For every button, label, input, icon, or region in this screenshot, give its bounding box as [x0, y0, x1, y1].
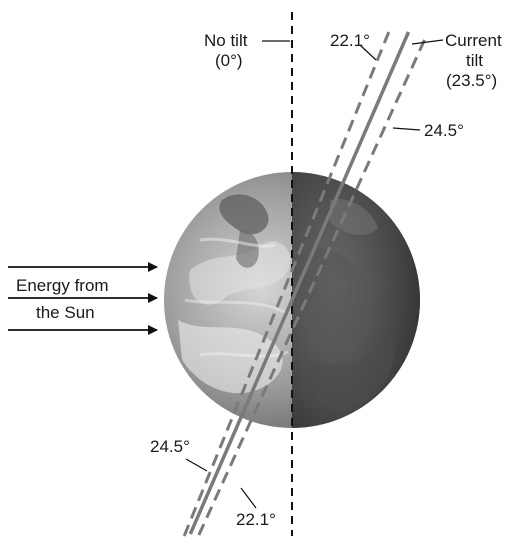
leader-lines: [185, 39, 444, 509]
max-tilt-axis: [197, 39, 426, 537]
leader-current-tilt: [411, 39, 444, 45]
sun-energy-arrows: [8, 262, 158, 335]
leader-min-tilt-top: [359, 44, 377, 61]
no-tilt-degree-label: (0°): [215, 51, 243, 70]
leader-max-tilt-top: [392, 127, 421, 131]
no-tilt-label: No tilt: [204, 31, 248, 50]
current-tilt-label-line2: tilt: [466, 51, 483, 70]
max-tilt-bottom-label: 24.5°: [150, 437, 190, 456]
current-tilt-degree-label: (23.5°): [446, 71, 497, 90]
min-tilt-bottom-label: 22.1°: [236, 510, 276, 529]
current-tilt-axis: [188, 31, 411, 535]
leader-min-tilt-bottom: [240, 487, 257, 509]
current-tilt-label-line1: Current: [445, 31, 502, 50]
min-tilt-top-label: 22.1°: [330, 31, 370, 50]
leader-max-tilt-bottom: [185, 458, 208, 472]
energy-label-line2: the Sun: [36, 303, 95, 322]
energy-label-line1: Energy from: [16, 276, 109, 295]
tilt-axes: [182, 12, 426, 537]
max-tilt-top-label: 24.5°: [424, 121, 464, 140]
min-tilt-axis: [182, 31, 391, 537]
earth-globe: [164, 172, 420, 428]
